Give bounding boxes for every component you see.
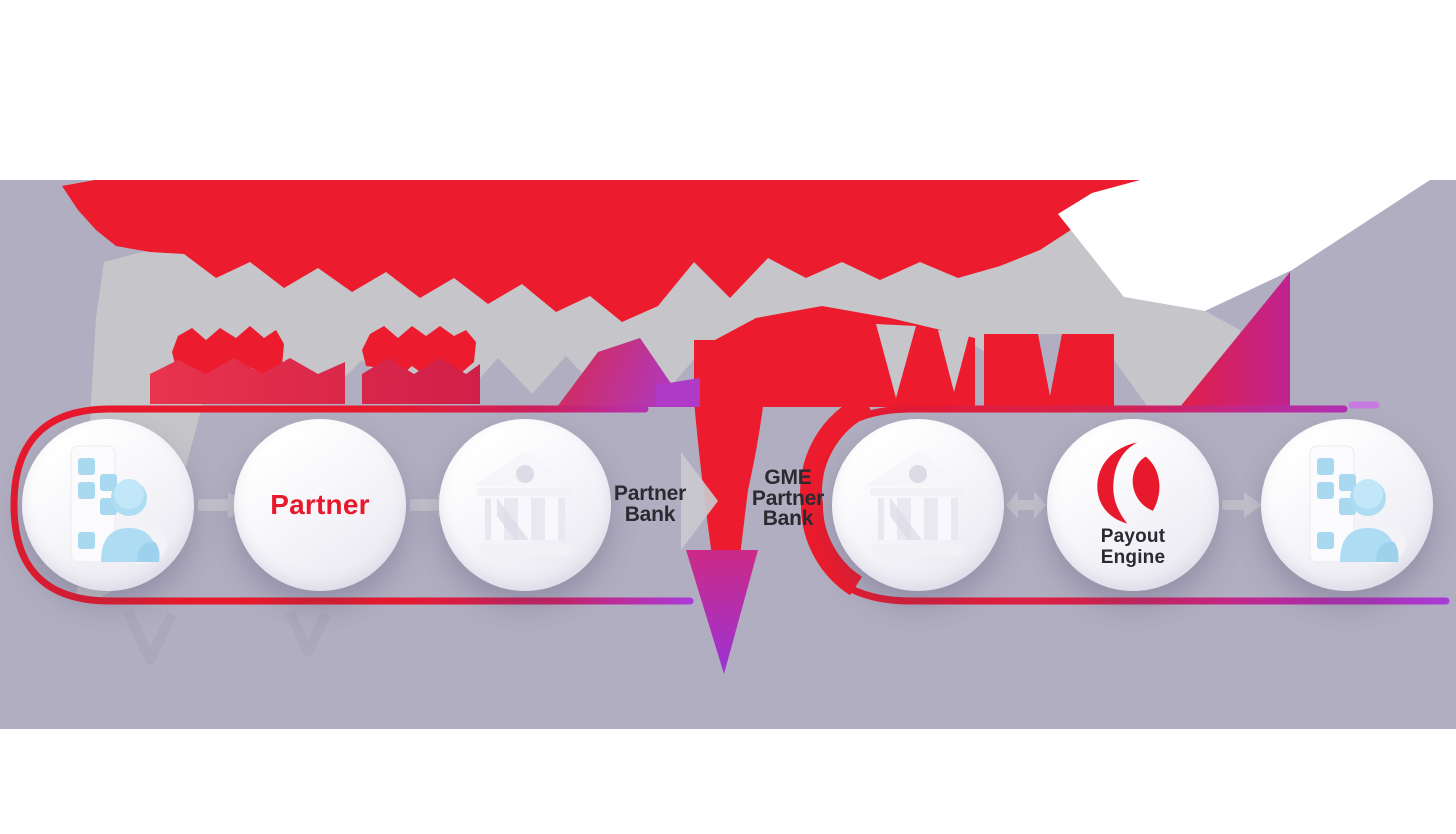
- gme-logo-icon: [1090, 441, 1176, 525]
- gray-notch-1: [876, 324, 916, 398]
- red-underline-blob-1: [150, 358, 345, 404]
- payout-engine-label: Payout Engine: [1101, 527, 1166, 568]
- white-wedge: [1058, 180, 1430, 311]
- partner-bank-line1: Partner: [613, 482, 687, 505]
- faint-chevrons: [123, 609, 331, 665]
- node-partner-bank: [439, 419, 611, 591]
- gme-partner-bank-label: GME Partner Bank: [736, 466, 840, 531]
- payout-engine-line2: Engine: [1100, 547, 1166, 568]
- partner-bank-line2: Bank: [624, 502, 676, 526]
- node-receiver: [1261, 419, 1433, 591]
- gme-bank-line1: GME: [764, 466, 812, 489]
- bank-icon: [866, 452, 970, 558]
- title-blob: [62, 180, 1140, 322]
- node-partner: Partner: [234, 419, 406, 591]
- mid-flow-arrowhead: [681, 452, 718, 550]
- gray-notch-2: [938, 330, 970, 392]
- thick-red-crescent: [800, 393, 873, 596]
- building-person-icon: [1288, 444, 1406, 566]
- purple-patch: [656, 378, 700, 407]
- lavender-notch: [1038, 334, 1062, 396]
- node-payout-engine: Payout Engine: [1047, 419, 1219, 591]
- arrow-gmebank-payoutengine-double: [1006, 491, 1046, 519]
- partner-bank-label: Partner Bank: [600, 482, 700, 526]
- left-group-outline: [10, 405, 694, 605]
- payout-engine-line1: Payout: [1100, 526, 1166, 548]
- subtitle-blob: [75, 206, 1240, 600]
- purple-wedge-left: [557, 338, 687, 407]
- gme-bank-line2: Partner: [751, 486, 825, 510]
- purple-down-arrow: [686, 550, 758, 674]
- red-underline-blob-2: [362, 358, 480, 404]
- node-sender: [22, 419, 194, 591]
- gme-bank-line3: Bank: [762, 507, 814, 531]
- gradient-wedge-right: [1180, 272, 1290, 407]
- bank-icon: [473, 452, 577, 558]
- node-gme-partner-bank: [832, 419, 1004, 591]
- partner-label: Partner: [270, 489, 370, 520]
- building-person-icon: [49, 444, 167, 566]
- arrow-payoutengine-to-receiver: [1222, 492, 1262, 518]
- red-word-blob-1: [172, 326, 284, 384]
